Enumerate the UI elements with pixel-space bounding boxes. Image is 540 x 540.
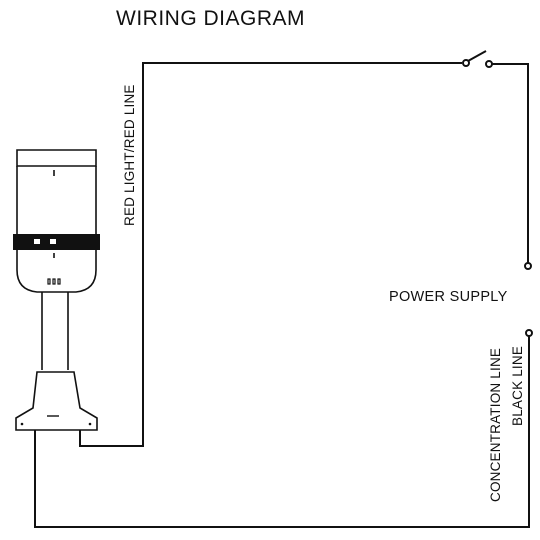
signal-tower-light xyxy=(13,149,100,431)
tower-base xyxy=(15,371,98,431)
band-indicator-1 xyxy=(34,239,40,244)
tower-lower-body xyxy=(16,250,97,293)
diagram-title: WIRING DIAGRAM xyxy=(116,7,305,30)
tower-upper-body xyxy=(16,166,97,234)
concentration-line-label: CONCENTRATION LINE xyxy=(488,347,503,502)
base-screw-right xyxy=(88,422,92,426)
switch xyxy=(462,50,493,68)
band-indicator-2 xyxy=(50,239,56,244)
black-line-label: BLACK LINE xyxy=(510,345,525,426)
power-supply-label: POWER SUPPLY xyxy=(389,289,508,305)
tower-cap xyxy=(16,149,97,167)
tower-pole xyxy=(41,292,69,370)
switch-to-supply-wire xyxy=(492,63,529,263)
power-terminal-top xyxy=(524,262,532,270)
base-screw-left xyxy=(20,422,24,426)
tower-black-band xyxy=(13,234,100,250)
power-terminal-bottom xyxy=(525,329,533,337)
red-line-label: RED LIGHT/RED LINE xyxy=(122,84,137,226)
black-wire xyxy=(34,336,530,528)
red-wire xyxy=(79,62,462,447)
tower-status-dots xyxy=(47,278,61,285)
